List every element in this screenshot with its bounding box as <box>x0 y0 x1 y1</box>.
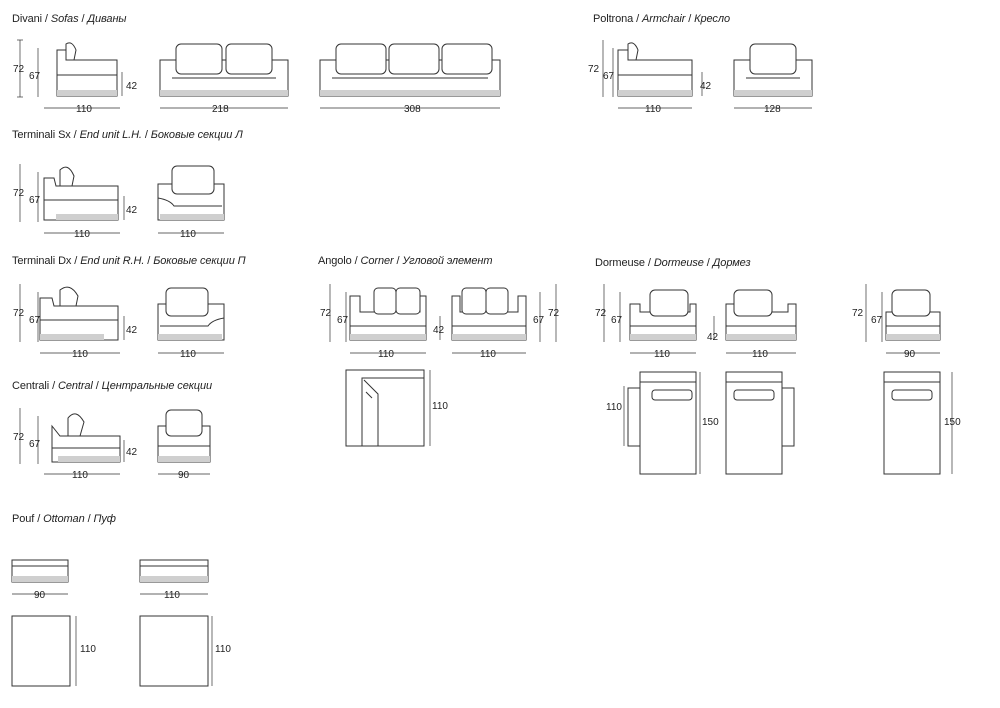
dormeuse-plan-views: 110 150 150 <box>606 371 961 475</box>
sofa-height-total-label: 72 <box>13 64 25 75</box>
corner-height-total-right-label: 72 <box>548 308 560 319</box>
dormeuse-width-2-label: 110 <box>752 349 768 360</box>
dormeuse-plan-length-1-label: 150 <box>702 417 719 428</box>
sofa-height-seat-label: 42 <box>126 81 138 92</box>
end-lh-height-back-label: 67 <box>29 195 41 206</box>
sofa-2-width-label: 218 <box>212 104 229 115</box>
ottoman-depth-2-label: 110 <box>215 644 231 655</box>
end-rh-width-label: 110 <box>180 349 196 360</box>
section-title-central: Centrali / Central / Центральные секции <box>12 380 213 392</box>
end-rh-side-view: 72 67 42 110 <box>13 284 138 360</box>
section-title-dormeuse: Dormeuse / Dormeuse / Дормез <box>595 257 751 269</box>
end-lh-side-view: 72 67 42 110 <box>13 164 138 240</box>
sofa-side-view: 72 67 42 110 <box>13 39 138 115</box>
corner-height-back-right-label: 67 <box>533 315 545 326</box>
armchair-front-view: 128 <box>733 43 813 115</box>
corner-height-total-left-label: 72 <box>320 308 332 319</box>
end-rh-height-back-label: 67 <box>29 315 41 326</box>
section-title-end-rh: Terminali Dx / End unit R.H. / Боковые с… <box>12 255 246 267</box>
corner-height-back-left-label: 67 <box>337 315 349 326</box>
corner-plan-view: 110 <box>345 369 448 447</box>
armchair-height-total-label: 72 <box>588 64 600 75</box>
end-lh-depth-label: 110 <box>74 229 90 240</box>
armchair-height-seat-label: 42 <box>700 81 712 92</box>
central-height-back-label: 67 <box>29 439 41 450</box>
central-width-label: 90 <box>178 470 190 481</box>
armchair-side-view: 72 67 42 110 <box>588 40 712 115</box>
dormeuse-side-width-label: 90 <box>904 349 916 360</box>
ottoman-depth-1-label: 110 <box>80 644 96 655</box>
end-rh-depth-label: 110 <box>72 349 88 360</box>
end-lh-height-total-label: 72 <box>13 188 25 199</box>
armchair-height-back-label: 67 <box>603 71 615 82</box>
section-title-sofas: Divani / Sofas / Диваны <box>12 13 127 25</box>
dormeuse-height-seat-label: 42 <box>707 332 719 343</box>
dormeuse-side-height-back-label: 67 <box>871 315 883 326</box>
central-height-seat-label: 42 <box>126 447 138 458</box>
corner-height-seat-label: 42 <box>433 325 445 336</box>
end-lh-front-view: 110 <box>157 165 225 240</box>
armchair-depth-label: 110 <box>645 104 661 115</box>
dormeuse-width-1-label: 110 <box>654 349 670 360</box>
central-front-view: 90 <box>157 409 211 481</box>
ottoman-width-2-label: 110 <box>164 590 180 601</box>
dormeuse-plan-width-label: 110 <box>606 402 622 413</box>
end-rh-front-view: 110 <box>157 287 225 360</box>
armchair-width-label: 128 <box>764 104 781 115</box>
section-title-ottoman: Pouf / Ottoman / Пуф <box>12 513 116 525</box>
dormeuse-side-height-total-label: 72 <box>852 308 864 319</box>
end-rh-height-total-label: 72 <box>13 308 25 319</box>
end-lh-width-label: 110 <box>180 229 196 240</box>
ottoman-width-1-label: 90 <box>34 590 46 601</box>
central-depth-label: 110 <box>72 470 88 481</box>
sofa-height-back-label: 67 <box>29 71 41 82</box>
corner-front-views: 72 67 110 42 110 67 72 <box>320 284 560 360</box>
central-height-total-label: 72 <box>13 432 25 443</box>
sofa-3-seat-front-view: 308 <box>319 43 501 115</box>
dormeuse-side-view: 72 67 90 <box>852 284 941 360</box>
end-lh-height-seat-label: 42 <box>126 205 138 216</box>
section-title-end-lh: Terminali Sx / End unit L.H. / Боковые с… <box>12 129 243 141</box>
section-title-corner: Angolo / Corner / Угловой элемент <box>318 255 493 267</box>
sofa-2-seat-front-view: 218 <box>159 43 289 115</box>
section-title-armchair: Poltrona / Armchair / Кресло <box>593 13 730 25</box>
corner-width-2-label: 110 <box>480 349 496 360</box>
dormeuse-height-back-label: 67 <box>611 315 623 326</box>
sofa-3-width-label: 308 <box>404 104 421 115</box>
central-side-view: 72 67 42 110 <box>13 408 138 481</box>
dormeuse-plan-length-2-label: 150 <box>944 417 961 428</box>
corner-width-1-label: 110 <box>378 349 394 360</box>
ottoman-90-views: 90 110 <box>11 559 96 687</box>
corner-plan-label: 110 <box>432 401 448 412</box>
ottoman-110-views: 110 110 <box>139 559 231 687</box>
dormeuse-height-total-label: 72 <box>595 308 607 319</box>
end-rh-height-seat-label: 42 <box>126 325 138 336</box>
sofa-depth-label: 110 <box>76 104 92 115</box>
dormeuse-front-views: 72 67 110 42 110 <box>595 284 797 360</box>
